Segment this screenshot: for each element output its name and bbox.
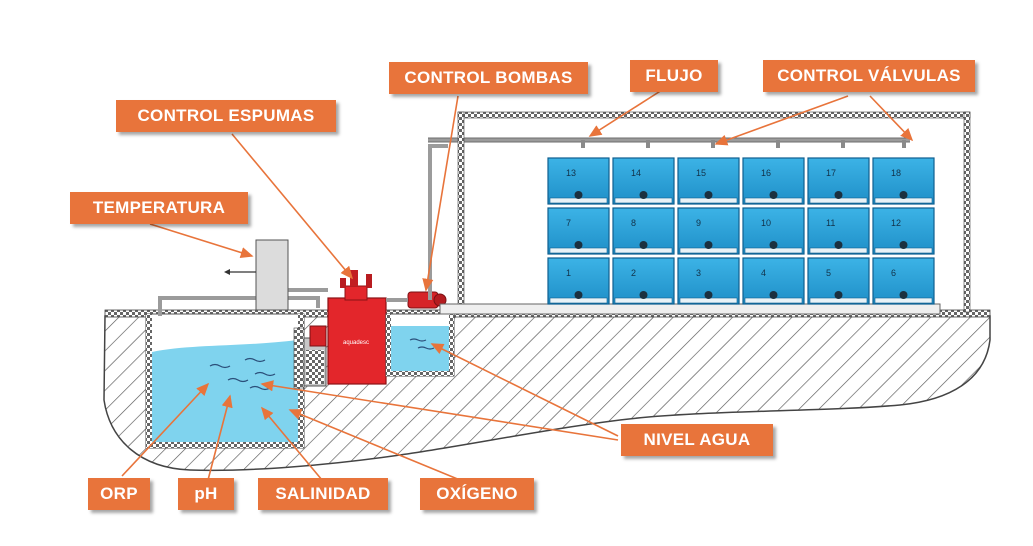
tank-number: 13 bbox=[566, 168, 576, 178]
label-control-valvulas: CONTROL VÁLVULAS bbox=[763, 60, 975, 92]
label-oxigeno: OXÍGENO bbox=[420, 478, 534, 510]
tank-number: 4 bbox=[761, 268, 766, 278]
tank-11: 11 bbox=[807, 207, 870, 255]
tank-number: 16 bbox=[761, 168, 771, 178]
label-flujo: FLUJO bbox=[630, 60, 718, 92]
label-ph: pH bbox=[178, 478, 234, 510]
tank-10: 10 bbox=[742, 207, 805, 255]
label-temperatura: TEMPERATURA bbox=[70, 192, 248, 224]
skimmer-brand-text: aquadesc bbox=[343, 340, 369, 346]
pump-compartment bbox=[293, 325, 327, 389]
tank-number: 17 bbox=[826, 168, 836, 178]
sump-pit bbox=[145, 313, 305, 449]
tank-16: 16 bbox=[742, 157, 805, 205]
pipe-outlines bbox=[428, 137, 910, 143]
tank-17: 17 bbox=[807, 157, 870, 205]
tank-13: 13 bbox=[547, 157, 610, 205]
reservoir-tank bbox=[385, 313, 455, 377]
tank-number: 15 bbox=[696, 168, 706, 178]
tank-number: 14 bbox=[631, 168, 641, 178]
tank-8: 8 bbox=[612, 207, 675, 255]
tank-2: 2 bbox=[612, 257, 675, 305]
tank-9: 9 bbox=[677, 207, 740, 255]
tank-14: 14 bbox=[612, 157, 675, 205]
leader-lines bbox=[121, 89, 914, 481]
tank-3: 3 bbox=[677, 257, 740, 305]
tank-number: 12 bbox=[891, 218, 901, 228]
label-salinidad: SALINIDAD bbox=[258, 478, 388, 510]
label-nivel-agua: NIVEL AGUA bbox=[621, 424, 773, 456]
tank-number: 6 bbox=[891, 268, 896, 278]
tank-number: 10 bbox=[761, 218, 771, 228]
protein-skimmer: aquadesc bbox=[327, 270, 387, 385]
label-control-bombas: CONTROL BOMBAS bbox=[389, 62, 588, 94]
tank-18: 18 bbox=[872, 157, 935, 205]
tank-5: 5 bbox=[807, 257, 870, 305]
tank-4: 4 bbox=[742, 257, 805, 305]
tank-number: 11 bbox=[826, 218, 835, 228]
tank-number: 8 bbox=[631, 218, 636, 228]
water-waves bbox=[209, 357, 276, 391]
tank-number: 18 bbox=[891, 168, 901, 178]
tank-12: 12 bbox=[872, 207, 935, 255]
tank-number: 1 bbox=[566, 268, 571, 278]
tank-7: 7 bbox=[547, 207, 610, 255]
tank-number: 5 bbox=[826, 268, 831, 278]
tank-number: 9 bbox=[696, 218, 701, 228]
tank-6: 6 bbox=[872, 257, 935, 305]
tank-number: 3 bbox=[696, 268, 701, 278]
tank-15: 15 bbox=[677, 157, 740, 205]
label-orp: ORP bbox=[88, 478, 150, 510]
label-control-espumas: CONTROL ESPUMAS bbox=[116, 100, 336, 132]
valves bbox=[581, 140, 906, 148]
tank-number: 2 bbox=[631, 268, 636, 278]
tank-1: 1 bbox=[547, 257, 610, 305]
tank-number: 7 bbox=[566, 218, 571, 228]
piping bbox=[158, 138, 910, 316]
temperature-controller bbox=[224, 239, 289, 311]
